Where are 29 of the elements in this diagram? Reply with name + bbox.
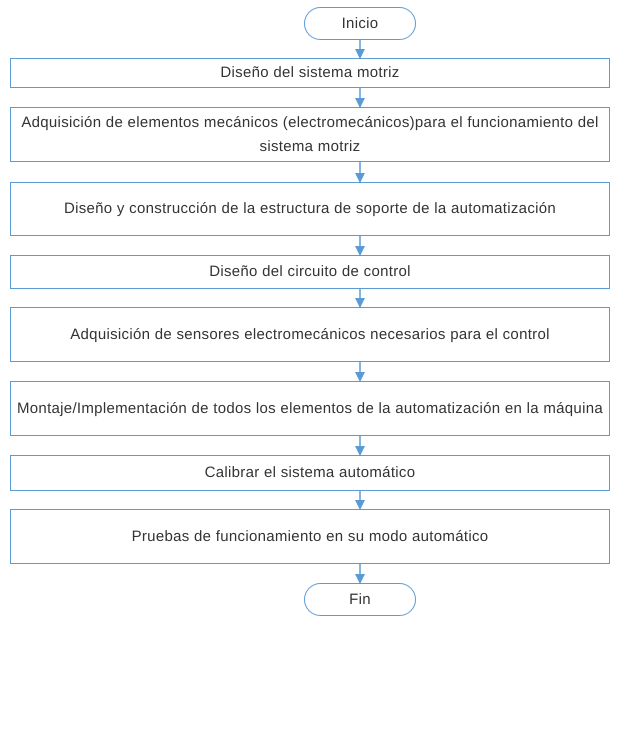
step-text: Adquisición de sensores electromecánicos necesarios para el control [70, 324, 550, 344]
process-box [10, 255, 610, 289]
process-box [10, 307, 610, 362]
step-text: Diseño del sistema motriz [220, 63, 400, 83]
step-text: Diseño y construcción de la estructura de soporte de la automatización [64, 199, 556, 219]
arrow [355, 162, 365, 183]
process-box [10, 381, 610, 436]
process-box [10, 58, 610, 88]
arrow [355, 40, 365, 59]
arrow [355, 436, 365, 456]
arrow [355, 564, 365, 584]
step-text: Calibrar el sistema automático [204, 463, 416, 483]
arrow [355, 289, 365, 308]
arrow [355, 236, 365, 256]
process-box [10, 455, 610, 491]
terminal-shape [304, 7, 416, 40]
arrow [355, 362, 365, 382]
process-box [10, 182, 610, 236]
step-text: Montaje/Implementación de todos los elementos de la automatización en la máquina [16, 398, 603, 418]
step-text: Inicio [342, 14, 378, 34]
process-box [10, 509, 610, 564]
step-text: Adquisición de elementos mecánicos (electromecánicos)para el funcionamiento del sistema motriz [20, 112, 600, 156]
step-text: Diseño del circuito de control [209, 262, 411, 282]
process-box [10, 107, 610, 162]
arrow [355, 88, 365, 108]
terminal-shape [304, 583, 416, 616]
arrow [355, 491, 365, 510]
step-text: Pruebas de funcionamiento en su modo automático [132, 526, 488, 546]
step-text: Fin [349, 590, 371, 610]
